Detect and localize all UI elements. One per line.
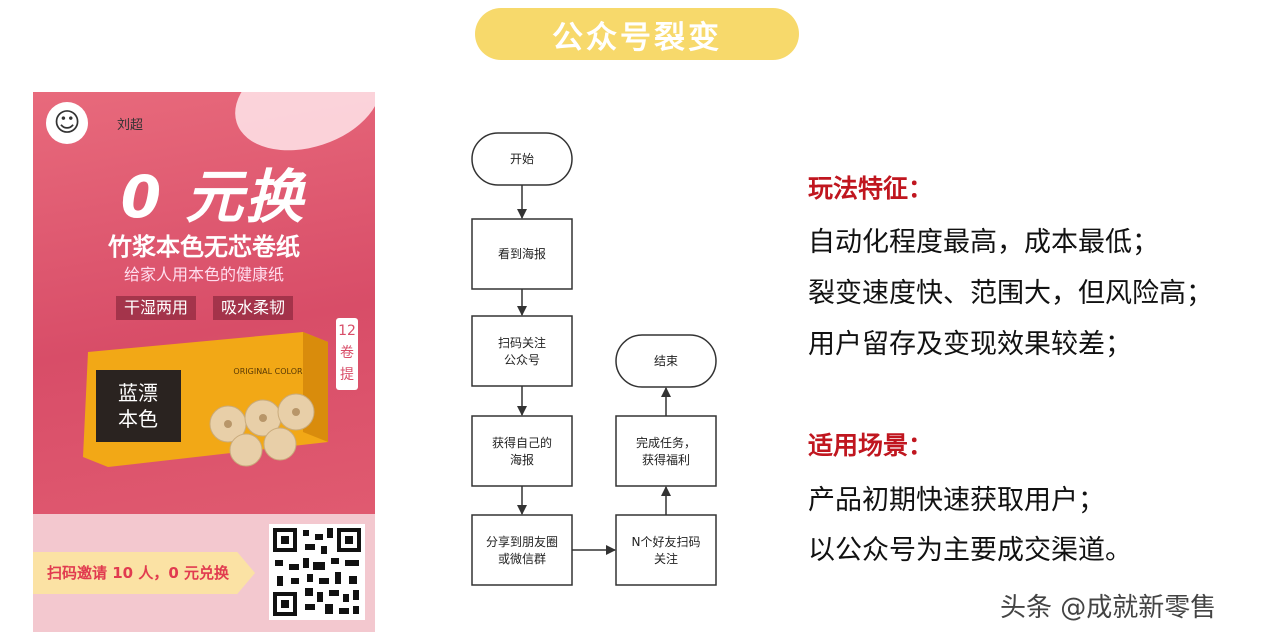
title-pill: 公众号裂变 — [475, 8, 799, 60]
flow-label-share-2: 或微信群 — [498, 552, 546, 566]
cta-banner — [33, 552, 255, 594]
qr-code[interactable] — [269, 524, 365, 620]
package-label: ORIGINAL COLOR — [233, 367, 303, 376]
features-heading: 玩法特征： — [808, 174, 934, 203]
flow-label-friends-scan-2: 关注 — [654, 551, 678, 566]
flow-node-share — [471, 514, 573, 586]
poster-slogan: 给家人用本色的健康纸 — [123, 265, 284, 284]
flow-label-get-poster-1: 获得自己的 — [492, 435, 552, 450]
poster-image: ☺ 刘超 0 元换 竹浆本色无芯卷纸 给家人用本色的健康纸 干湿两用 吸水柔韧 … — [33, 92, 375, 632]
flow-node-get-poster — [471, 415, 573, 487]
cta-text: 扫码邀请 10 人，0 元兑换 — [47, 564, 229, 582]
poster-product-name: 竹浆本色无芯卷纸 — [108, 233, 300, 261]
flow-label-get-poster-2: 海报 — [510, 452, 534, 467]
scenario-line: 产品初期快速获取用户； — [808, 485, 1105, 516]
flow-node-scan-follow — [471, 315, 573, 387]
feature-line: 用户留存及变现效果较差； — [808, 329, 1132, 360]
flow-label-start: 开始 — [510, 152, 534, 166]
poster-author: 刘超 — [117, 118, 144, 133]
flowchart: 开始 看到海报 扫码关注 公众号 获得自己的 海报 分享到朋友圈 或微信群 N个… — [471, 132, 717, 586]
poster-tag: 吸水柔韧 — [213, 296, 294, 320]
flow-label-complete-2: 获得福利 — [642, 452, 690, 467]
avatar: ☺ — [46, 102, 88, 144]
flow-node-friends-scan — [615, 514, 717, 586]
scenarios-heading: 适用场景： — [808, 431, 934, 460]
flow-label-end: 结束 — [654, 354, 678, 368]
feature-line: 自动化程度最高，成本最低； — [808, 227, 1159, 258]
package-brand-line1: 蓝漂 — [118, 381, 158, 405]
flow-label-scan-follow-1: 扫码关注 — [498, 335, 546, 350]
flow-label-complete-1: 完成任务， — [636, 435, 696, 450]
flow-node-complete — [615, 415, 717, 487]
poster-headline: 0 元换 — [120, 163, 306, 231]
flow-label-see-poster: 看到海报 — [498, 246, 546, 261]
poster-tag: 干湿两用 — [116, 296, 197, 320]
flow-node-see-poster — [471, 218, 573, 290]
package-brand-line2: 本色 — [118, 407, 158, 431]
feature-line: 裂变速度快、范围大，但风险高； — [808, 278, 1213, 309]
scenario-line: 以公众号为主要成交渠道。 — [808, 535, 1132, 566]
flow-label-friends-scan-1: N个好友扫码 — [632, 535, 701, 549]
page-title: 公众号裂变 — [552, 19, 722, 56]
flow-label-share-1: 分享到朋友圈 — [486, 534, 558, 549]
flow-label-scan-follow-2: 公众号 — [504, 353, 540, 367]
product-package-image: 蓝漂 本色 ORIGINAL COLOR — [78, 332, 343, 467]
watermark: 头条 @成就新零售 — [1000, 593, 1217, 623]
